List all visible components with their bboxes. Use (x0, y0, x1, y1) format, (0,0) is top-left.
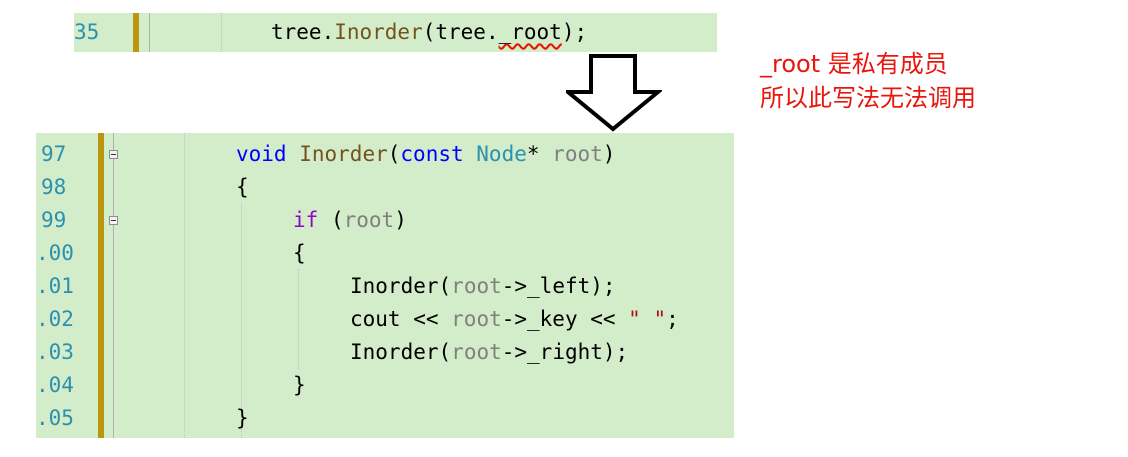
down-arrow-icon (566, 54, 662, 132)
code-line-100[interactable]: { (293, 237, 306, 270)
param-token: root (451, 340, 502, 364)
keyword-token: const (400, 142, 464, 166)
line-number: .03 (36, 340, 74, 364)
code-token: { (293, 241, 306, 265)
param-token: root (343, 208, 395, 232)
keyword-token: void (236, 142, 287, 166)
line-number: .02 (36, 307, 74, 331)
code-line-103[interactable]: Inorder(root->_right); (350, 336, 628, 369)
line-number: .04 (36, 373, 74, 397)
main-code-snippet: 97 98 99 .00 .01 .02 .03 .04 .05 void In… (36, 133, 734, 438)
function-name: Inorder (350, 274, 439, 298)
change-bar (98, 133, 104, 438)
error-squiggle-token: _root (498, 20, 562, 44)
code-token: (tree. (422, 20, 499, 44)
code-token: } (236, 406, 249, 430)
code-token: ( (438, 340, 452, 364)
function-name: Inorder (299, 142, 388, 166)
outline-line (113, 133, 114, 438)
code-line-97[interactable]: void Inorder(const Node* root) (236, 138, 615, 171)
function-name: Inorder (334, 20, 423, 44)
collapse-icon[interactable] (109, 150, 118, 159)
code-line-105[interactable]: } (236, 402, 249, 435)
string-token: " " (628, 307, 667, 331)
code-token: * (526, 142, 540, 166)
code-token: cout << (350, 307, 452, 331)
indent-guide (221, 13, 222, 52)
code-token: tree. (271, 20, 335, 44)
code-token: ) (602, 142, 616, 166)
change-bar (133, 13, 139, 52)
code-line-98[interactable]: { (236, 171, 249, 204)
line-number: 35 (74, 20, 100, 44)
annotation-line-1: _root 是私有成员 (760, 50, 948, 78)
annotation-line-2: 所以此写法无法调用 (760, 84, 976, 112)
line-number: .01 (36, 274, 74, 298)
function-name: Inorder (350, 340, 439, 364)
code-line-102[interactable]: cout << root->_key << " "; (350, 303, 679, 336)
code-token: ; (666, 307, 679, 331)
code-token: ->_key << (501, 307, 629, 331)
type-token: Node (476, 142, 527, 166)
line-number: .00 (36, 241, 74, 265)
indent-guide (184, 133, 185, 438)
top-code-snippet: 35 tree.Inorder(tree._root); (74, 13, 717, 52)
line-number: 99 (41, 208, 67, 232)
code-line-99[interactable]: if (root) (293, 204, 407, 237)
code-token: } (293, 373, 306, 397)
code-token: { (236, 175, 249, 199)
indent-guide (241, 203, 242, 438)
code-token: ); (561, 20, 588, 44)
code-token: ) (394, 208, 407, 232)
indent-guide (298, 269, 299, 369)
code-token: ->_right); (501, 340, 629, 364)
code-line-101[interactable]: Inorder(root->_left); (350, 270, 616, 303)
param-token: root (451, 274, 502, 298)
code-token: ->_left); (501, 274, 616, 298)
code-token: ( (387, 142, 401, 166)
line-number: .05 (36, 406, 74, 430)
code-token: ( (438, 274, 452, 298)
code-line-35[interactable]: tree.Inorder(tree._root); (271, 16, 587, 49)
param-token: root (552, 142, 603, 166)
line-number: 98 (41, 175, 67, 199)
param-token: root (451, 307, 502, 331)
line-number: 97 (41, 142, 67, 166)
code-token: ( (330, 208, 344, 232)
keyword-token: if (293, 208, 319, 232)
collapse-icon[interactable] (109, 216, 118, 225)
outline-line (149, 13, 150, 52)
code-line-104[interactable]: } (293, 369, 306, 402)
